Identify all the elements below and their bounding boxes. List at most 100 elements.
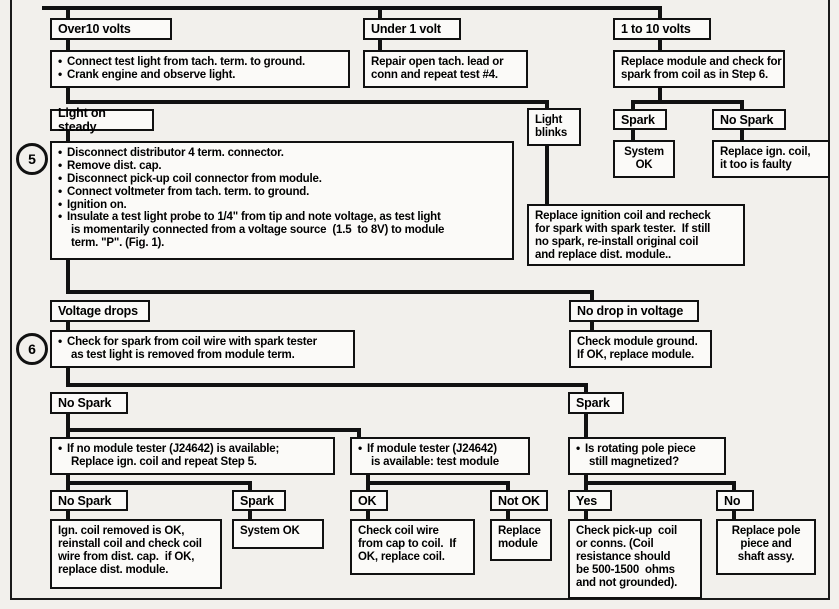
node-no-spark-bottom[interactable]: No Spark	[50, 490, 128, 511]
node-spark-mid-label: Spark	[576, 396, 610, 410]
node-replace-ignition-coil-recheck-line: for spark with spark tester. If still	[535, 222, 711, 235]
connector-bus-to-spark	[631, 100, 635, 110]
node-replace-module[interactable]: Replace module	[490, 519, 552, 561]
node-rotating-pole-list: Is rotating pole piece still magnetized?	[576, 442, 718, 469]
node-light-blinks[interactable]: Light blinks	[527, 108, 581, 146]
node-module-tester[interactable]: If module tester (J24642) is available: …	[350, 437, 530, 475]
node-spark-mid[interactable]: Spark	[568, 392, 624, 414]
node-1-to-10-volts-label: 1 to 10 volts	[621, 22, 691, 36]
page-border-left	[10, 0, 12, 600]
node-check-module-ground-line: Check module ground.	[577, 336, 698, 348]
connector-nospark-spark-bus	[66, 383, 588, 387]
connector-step5-down	[66, 260, 70, 292]
node-check-pickup-coil[interactable]: Check pick-up coil or conns. (Coil resis…	[568, 519, 702, 599]
node-replace-ign-coil-top[interactable]: Replace ign. coil, it too is faulty	[712, 140, 830, 178]
step-marker-6: 6	[16, 333, 48, 365]
node-check-pickup-coil-line: and not grounded).	[576, 576, 678, 589]
connector-bottom-bus-left	[66, 481, 252, 485]
node-no[interactable]: No	[716, 490, 754, 511]
node-system-ok-bottom[interactable]: System OK	[232, 519, 324, 549]
connector-spark-nospark-bus	[631, 100, 744, 104]
node-no-module-tester-list: If no module tester (J24642) is availabl…	[58, 442, 327, 469]
node-under-1-volt[interactable]: Under 1 volt	[363, 18, 461, 40]
connector-yes-down	[584, 511, 588, 521]
connector-no-spark-top-down	[740, 130, 744, 142]
node-under-1-volt-label: Under 1 volt	[371, 22, 441, 36]
node-yes[interactable]: Yes	[568, 490, 612, 511]
node-check-coil-wire[interactable]: Check coil wire from cap to coil. If OK,…	[350, 519, 475, 575]
connector-voltage-bus	[66, 290, 594, 294]
node-check-pickup-coil-line: resistance should	[576, 550, 671, 563]
node-ign-coil-removed[interactable]: Ign. coil removed is OK, reinstall coil …	[50, 519, 222, 589]
connector-step6-down	[66, 368, 70, 386]
node-no-module-tester[interactable]: If no module tester (J24642) is availabl…	[50, 437, 335, 475]
connector-1to10-to-action	[658, 40, 662, 52]
node-step6-instructions[interactable]: Check for spark from coil wire with spar…	[50, 330, 355, 368]
node-step6-list: Check for spark from coil wire with spar…	[58, 335, 347, 362]
node-under1-action[interactable]: Repair open tach. lead or conn and repea…	[363, 50, 528, 88]
node-no-drop-in-voltage[interactable]: No drop in voltage	[569, 300, 699, 322]
node-check-pickup-coil-line: or conns. (Coil	[576, 537, 654, 550]
node-step5-item-cont: is momentarily connected from a voltage …	[71, 224, 445, 237]
node-replace-module-line: Replace	[498, 525, 541, 537]
node-over10-volts[interactable]: Over10 volts	[50, 18, 172, 40]
connector-light-blinks-down	[545, 146, 549, 206]
connector-no-drop-down	[590, 322, 594, 332]
node-rotating-pole-piece[interactable]: Is rotating pole piece still magnetized?	[568, 437, 726, 475]
connector-under1-to-action	[378, 40, 382, 52]
connector-bottom-bus-right	[584, 481, 736, 485]
node-replace-pole-piece[interactable]: Replace pole piece and shaft assy.	[716, 519, 816, 575]
connector-voltage-drops-down	[66, 322, 70, 332]
node-module-tester-list: If module tester (J24642) is available: …	[358, 442, 522, 469]
node-rotating-pole-item: Is rotating pole piece	[576, 442, 718, 456]
connector-1to10-action-down	[658, 88, 662, 102]
node-no-module-tester-item: If no module tester (J24642) is availabl…	[58, 442, 327, 456]
node-replace-ignition-coil-recheck-line: no spark, re-install original coil	[535, 235, 699, 248]
node-light-blinks-line: blinks	[535, 126, 568, 139]
connector-bus-to-no-spark	[740, 100, 744, 110]
node-replace-ignition-coil-recheck[interactable]: Replace ignition coil and recheck for sp…	[527, 204, 745, 266]
node-step5-instructions[interactable]: Disconnect distributor 4 term. connector…	[50, 141, 514, 260]
node-light-on-steady[interactable]: Light on steady	[50, 106, 154, 134]
connector-top-to-under1	[378, 6, 382, 20]
page-border-bottom	[10, 598, 830, 600]
node-over10-action[interactable]: Connect test light from tach. term. to g…	[50, 50, 350, 88]
connector-bus-to-ok	[366, 481, 370, 491]
node-check-module-ground-line: If OK, replace module.	[577, 348, 695, 361]
node-1to10-action[interactable]: Replace module and check for spark from …	[613, 50, 785, 88]
connector-spark-bottom-down	[248, 511, 252, 521]
node-spark-top[interactable]: Spark	[613, 109, 667, 130]
node-voltage-drops[interactable]: Voltage drops	[50, 300, 150, 322]
node-replace-ignition-coil-recheck-line: and replace dist. module..	[535, 248, 672, 261]
node-spark-bottom[interactable]: Spark	[232, 490, 286, 511]
node-1to10-action-line: spark from coil as in Step 6.	[621, 68, 768, 81]
node-step5-item: Remove dist. cap.	[58, 159, 506, 173]
node-1-to-10-volts[interactable]: 1 to 10 volts	[613, 18, 711, 40]
node-check-coil-wire-line: OK, replace coil.	[358, 550, 445, 563]
node-no-spark-mid[interactable]: No Spark	[50, 392, 128, 414]
node-no-spark-mid-label: No Spark	[58, 396, 112, 410]
node-system-ok-top[interactable]: System OK	[613, 140, 675, 178]
node-replace-pole-piece-line: shaft assy.	[737, 550, 795, 563]
node-ign-coil-removed-line: Ign. coil removed is OK,	[58, 525, 185, 537]
node-over10-action-item: Crank engine and observe light.	[58, 68, 342, 82]
step-marker-5: 5	[16, 143, 48, 175]
node-not-ok[interactable]: Not OK	[490, 490, 548, 511]
node-light-blinks-line: Light	[535, 114, 563, 126]
step-marker-5-label: 5	[28, 151, 36, 167]
connector-no-spark-mid-down	[66, 414, 70, 430]
node-check-coil-wire-line: Check coil wire	[358, 525, 439, 537]
node-ign-coil-removed-line: replace dist. module.	[58, 563, 169, 576]
connector-light-steady-down	[66, 131, 70, 143]
node-no-spark-top-label: No Spark	[720, 112, 774, 127]
connector-no-down	[732, 511, 736, 521]
connector-top-to-1to10	[658, 6, 662, 20]
node-light-on-steady-label: Light on steady	[58, 106, 106, 134]
node-no-spark-top[interactable]: No Spark	[712, 109, 786, 130]
connector-no-spark-bottom-down	[66, 511, 70, 521]
connector-bus-to-no-drop	[590, 290, 594, 301]
node-ok[interactable]: OK	[350, 490, 388, 511]
node-check-module-ground[interactable]: Check module ground. If OK, replace modu…	[569, 330, 712, 368]
connector-over10-action-down	[66, 88, 70, 102]
node-step5-item: Insulate a test light probe to 1/4" from…	[58, 210, 506, 224]
